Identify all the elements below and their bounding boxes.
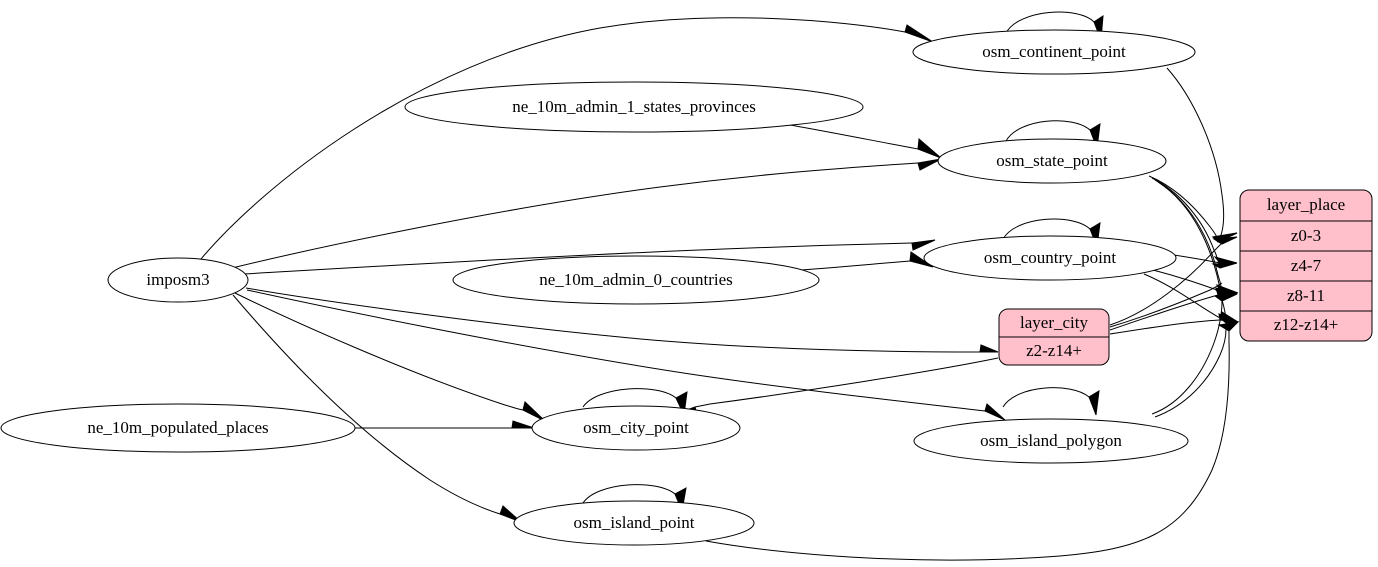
layer-place-box: [1239, 189, 1373, 342]
node-ne-10m-admin-1-states-provinces[interactable]: ne_10m_admin_1_states_provinces: [404, 81, 864, 133]
edge-imposm3-to-osm-country-point: [243, 239, 936, 275]
edge-osm-island-polygon-self-loop: [1002, 387, 1100, 416]
edge-ne-countries-to-osm-country-point: [786, 251, 934, 272]
edge-imposm3-to-osm-island-polygon: [246, 289, 1006, 421]
edge-imposm3-to-osm-continent-point: [195, 17, 934, 266]
edge-osm-continent-point-to-layer-place-z03: [1166, 67, 1238, 243]
node-osm-country-point[interactable]: osm_country_point: [923, 235, 1177, 281]
node-imposm3[interactable]: imposm3: [107, 257, 249, 303]
edge-osm-island-polygon-to-layer-place-z12: [1154, 321, 1239, 418]
edge-imposm3-to-layer-city: [245, 287, 999, 353]
node-osm-island-polygon[interactable]: osm_island_polygon: [913, 418, 1189, 464]
edge-imposm3-to-osm-city-point: [234, 292, 546, 422]
edge-ne-populated-to-osm-city-point: [355, 420, 535, 429]
node-layer-place[interactable]: layer_place z0-3 z4-7 z8-11 z12-z14+: [1239, 189, 1373, 342]
edge-ne-states-to-osm-state-point: [789, 124, 942, 159]
node-ne-10m-admin-0-countries[interactable]: ne_10m_admin_0_countries: [452, 255, 820, 305]
edge-layer-city-to-layer-place-z811: [1109, 287, 1238, 331]
edge-osm-island-polygon-to-layer-place-z811: [1151, 293, 1238, 415]
node-ne-10m-populated-places[interactable]: ne_10m_populated_places: [0, 403, 356, 453]
node-osm-city-point[interactable]: osm_city_point: [531, 405, 741, 451]
node-layer-city[interactable]: layer_city z2-z14+: [998, 308, 1110, 366]
node-layer: imposm3 ne_10m_admin_1_states_provinces …: [0, 29, 1373, 546]
edge-osm-island-point-to-layer-place-z12: [705, 321, 1240, 561]
edge-imposm3-to-osm-island-point: [232, 294, 522, 523]
node-osm-state-point[interactable]: osm_state_point: [937, 138, 1167, 184]
edge-imposm3-to-osm-state-point: [231, 158, 942, 269]
edge-layer-city-to-layer-place-z03: [1109, 236, 1238, 328]
edge-layer-city-to-layer-place-z12: [1109, 313, 1239, 335]
edge-osm-country-point-to-layer-place-z811: [1152, 269, 1239, 294]
edge-layer-city-to-osm-city-point: [675, 357, 999, 415]
node-osm-island-point[interactable]: osm_island_point: [513, 500, 755, 546]
node-osm-continent-point[interactable]: osm_continent_point: [912, 29, 1196, 75]
